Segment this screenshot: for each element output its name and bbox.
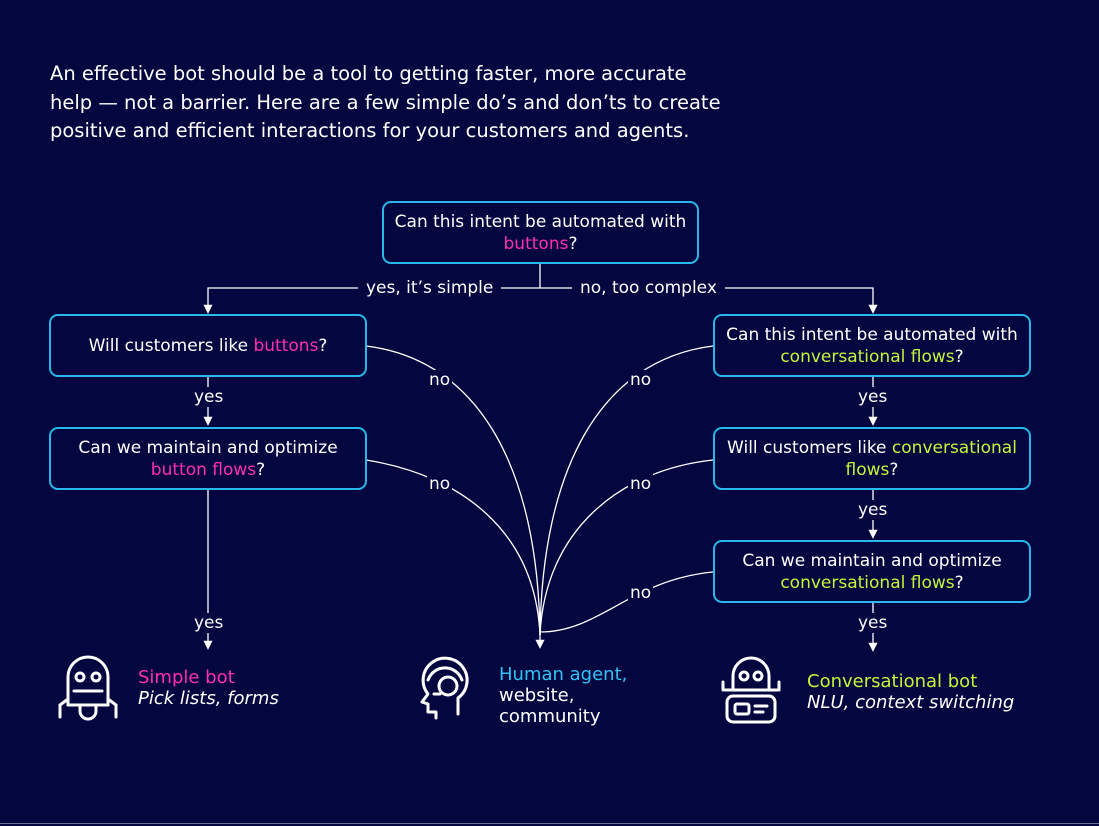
edge-label-no-5: no — [628, 583, 654, 603]
edge-no-conv-like — [539, 459, 714, 636]
conv-bot-subtitle: NLU, context switching — [807, 692, 1015, 713]
edge-no-conv-maintain — [539, 571, 714, 633]
conv-maintain-highlight: conversational flows — [780, 572, 955, 593]
conversational-bot-icon — [721, 656, 781, 724]
edge-no-buttons-maintain — [365, 459, 541, 636]
headset-agent-icon — [420, 656, 469, 720]
simple-bot-outcome: Simple bot Pick lists, forms — [138, 667, 279, 709]
root-question-suffix: ? — [568, 233, 578, 254]
buttons-maintain-box: Can we maintain and optimize button flow… — [49, 427, 367, 490]
buttons-maintain-suffix: ? — [256, 459, 266, 480]
conv-automate-suffix: ? — [954, 346, 964, 367]
conv-like-text: Will customers like — [727, 437, 892, 458]
buttons-maintain-highlight: button flows — [150, 459, 257, 480]
edge-label-yes-2: yes — [192, 613, 226, 633]
conv-automate-highlight: conversational flows — [780, 346, 955, 367]
conv-like-highlight: conversational flows — [845, 437, 1017, 480]
edge-no-conv-automate — [539, 345, 714, 636]
conv-maintain-text: Can we maintain and optimize — [742, 550, 1002, 571]
human-agent-line2: website, — [499, 685, 575, 706]
conv-automate-text: Can this intent be automated with — [726, 324, 1018, 345]
edge-label-simple: yes, it’s simple — [358, 278, 502, 298]
simple-bot-icon — [58, 655, 118, 721]
root-question-text: Can this intent be automated with — [394, 211, 687, 232]
edge-label-no-1: no — [427, 370, 453, 390]
human-agent-line1: Human agent, — [499, 664, 628, 685]
buttons-like-box: Will customers like buttons? — [49, 314, 367, 377]
root-question-box: Can this intent be automated with button… — [382, 201, 699, 264]
conv-bot-title: Conversational bot — [807, 671, 978, 692]
human-agent-outcome: Human agent, website, community — [499, 664, 627, 727]
edge-no-buttons-like — [365, 345, 541, 636]
conv-maintain-box: Can we maintain and optimize conversatio… — [713, 540, 1031, 603]
conv-maintain-suffix: ? — [954, 572, 964, 593]
footer-divider — [0, 823, 1099, 824]
buttons-like-text: Will customers like — [88, 335, 254, 356]
edge-label-yes-4: yes — [856, 500, 890, 520]
buttons-like-suffix: ? — [318, 335, 328, 356]
conv-like-box: Will customers like conversational flows… — [713, 427, 1031, 490]
conv-automate-box: Can this intent be automated with conver… — [713, 314, 1031, 377]
edge-label-complex: no, too complex — [572, 278, 725, 298]
edge-label-yes-5: yes — [856, 613, 890, 633]
conversational-bot-outcome: Conversational bot NLU, context switchin… — [807, 671, 1014, 713]
edge-label-yes-1: yes — [192, 387, 226, 407]
human-agent-line3: community — [499, 706, 601, 727]
buttons-like-highlight: buttons — [253, 335, 319, 356]
edge-label-no-2: no — [427, 474, 453, 494]
edge-label-yes-3: yes — [856, 387, 890, 407]
conv-like-suffix: ? — [889, 459, 899, 480]
buttons-maintain-text: Can we maintain and optimize — [78, 437, 338, 458]
simple-bot-title: Simple bot — [138, 667, 235, 688]
intro-paragraph: An effective bot should be a tool to get… — [50, 62, 721, 142]
edge-label-no-4: no — [628, 474, 654, 494]
root-question-highlight: buttons — [503, 233, 569, 254]
edge-label-no-3: no — [628, 370, 654, 390]
simple-bot-subtitle: Pick lists, forms — [138, 688, 279, 709]
